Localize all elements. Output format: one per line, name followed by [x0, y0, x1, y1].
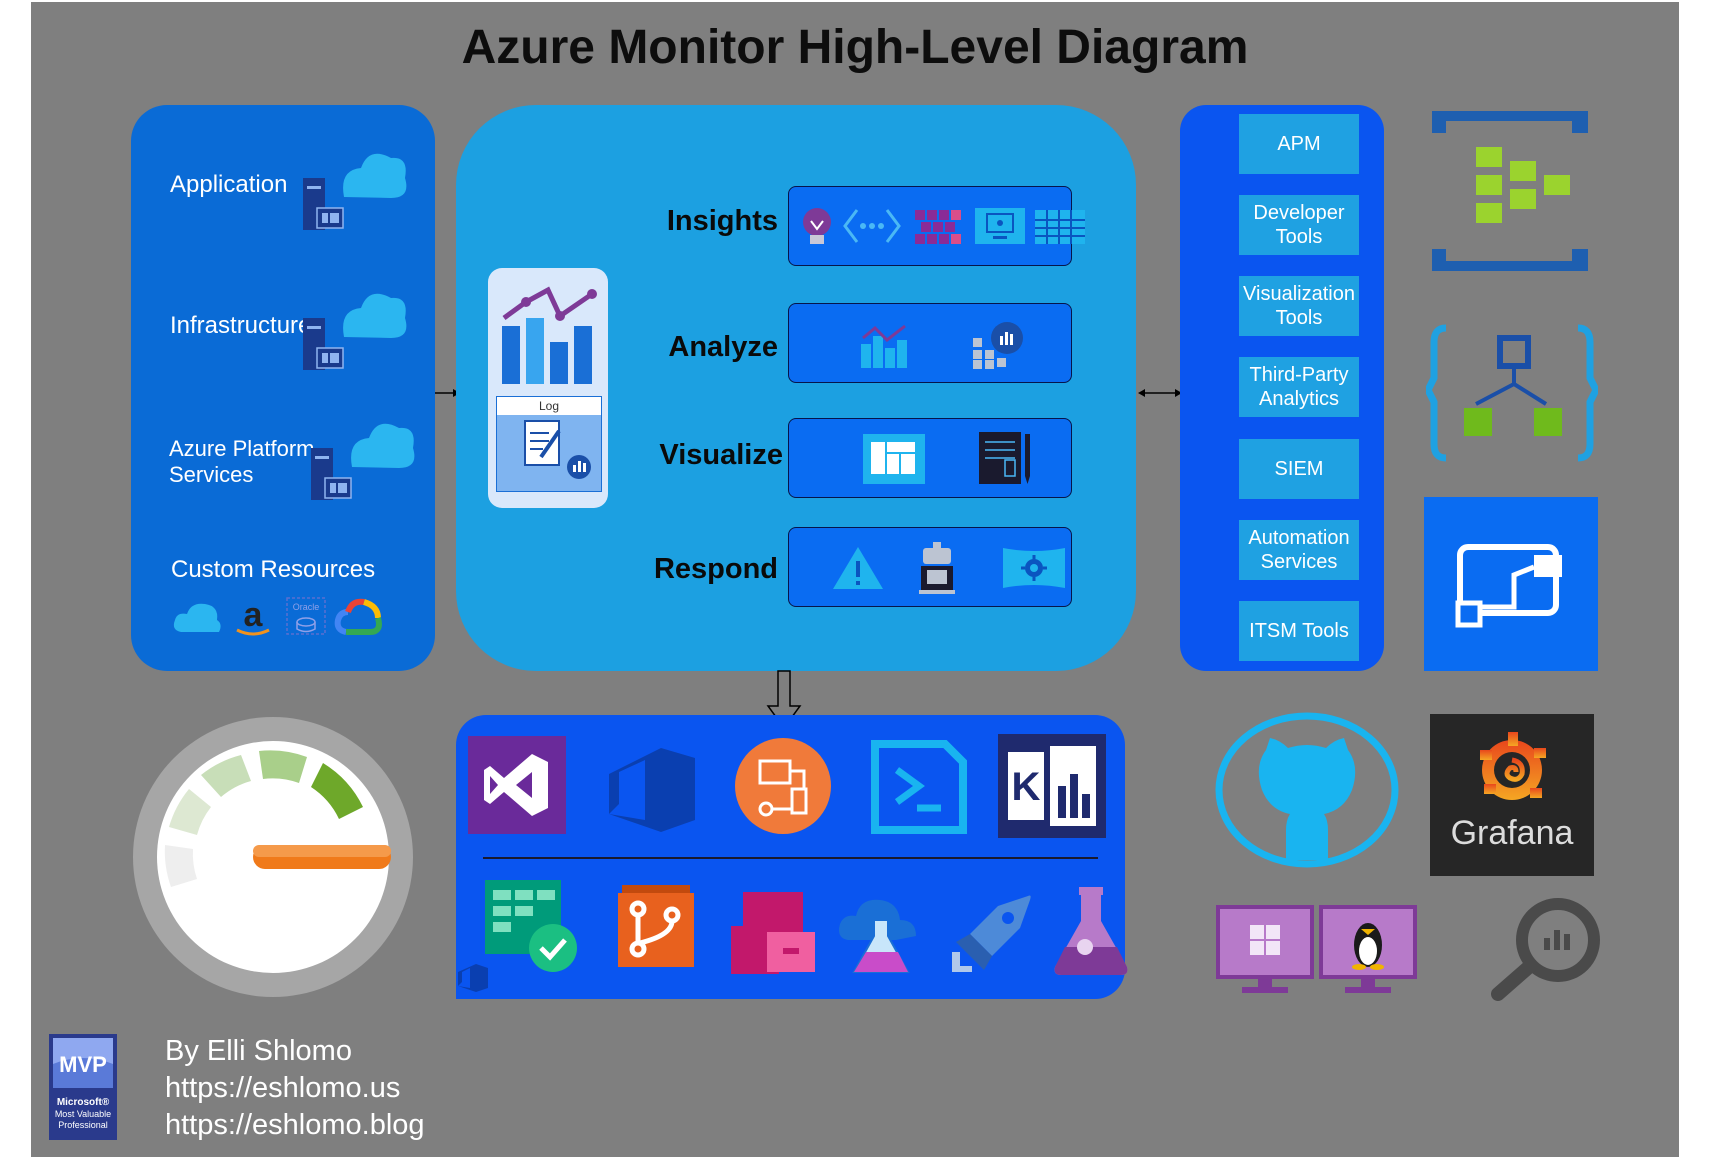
output-automation-services-line2: Services — [1260, 551, 1338, 573]
source-custom-resources-label: Custom Resources — [171, 556, 376, 583]
source-infrastructure-label: Infrastructure — [170, 312, 312, 339]
diagram-title: Azure Monitor High-Level Diagram — [461, 21, 1249, 74]
output-third-party-analytics-line1: Third-Party — [1249, 364, 1349, 386]
performance-gauge-icon — [131, 715, 415, 1004]
source-azure-platform-line2: Services — [169, 462, 254, 487]
network-insights-icon — [843, 206, 901, 251]
mvp-badge: MVP Microsoft® Most Valuable Professiona… — [49, 1034, 117, 1140]
platform-cloud-server-icon — [307, 412, 419, 507]
linux-vm-icon — [1319, 905, 1417, 1002]
grafana-icon — [1480, 732, 1546, 800]
vm-insights-icon — [973, 206, 1027, 251]
azure-devops-icon — [603, 744, 699, 839]
autoscale-robot-icon — [915, 540, 959, 601]
arrow-core-outputs-bidirectional — [1138, 385, 1182, 403]
app-insights-icon — [799, 205, 835, 258]
logic-apps-icon — [1424, 324, 1600, 467]
grafana-tile: Grafana — [1430, 714, 1594, 876]
credit-author: By Elli Shlomo — [165, 1035, 352, 1067]
output-itsm-tools-label: ITSM Tools — [1249, 620, 1349, 642]
output-developer-tools-line1: Developer — [1253, 202, 1345, 224]
mvp-sub3: Professional — [58, 1120, 108, 1130]
grafana-label: Grafana — [1450, 814, 1574, 852]
automation-gear-icon — [1001, 544, 1067, 597]
oracle-text: Oracle — [293, 602, 320, 612]
metrics-chart-icon — [496, 282, 600, 391]
svg-text:K: K — [1012, 765, 1041, 809]
search-analytics-icon — [1484, 894, 1614, 1009]
stage-visualize-box[interactable] — [788, 418, 1072, 498]
application-cloud-server-icon — [299, 142, 411, 237]
log-analytics-icon — [971, 318, 1027, 375]
event-hub-icon — [1430, 109, 1590, 278]
mvp-sub1: Microsoft® — [56, 1097, 110, 1108]
output-apm-button[interactable]: APM — [1239, 114, 1359, 174]
log-document-icon — [524, 420, 591, 479]
mvp-sub2: Most Valuable — [54, 1109, 112, 1119]
github-icon — [1214, 710, 1400, 875]
output-automation-services-line1: Automation — [1248, 527, 1350, 549]
output-apm-label: APM — [1277, 133, 1321, 155]
source-azure-platform-label: Azure Platform Services — [169, 436, 315, 488]
output-developer-tools-line2: Tools — [1275, 226, 1323, 248]
google-cloud-icon — [334, 598, 384, 641]
sources-panel — [131, 105, 435, 671]
output-third-party-analytics-line2: Analytics — [1258, 388, 1340, 410]
source-azure-platform-line1: Azure Platform — [169, 436, 315, 461]
azure-repos-icon — [618, 885, 694, 972]
azure-artifacts-icon — [731, 892, 815, 979]
output-siem-button[interactable]: SIEM — [1239, 439, 1359, 499]
azure-test-plans-icon — [836, 890, 924, 983]
output-visualization-tools-line1: Visualization — [1243, 283, 1355, 305]
infrastructure-cloud-server-icon — [299, 282, 411, 377]
azure-lab-icon — [1051, 887, 1131, 982]
logic-app-icon — [734, 737, 832, 840]
source-application-label: Application — [170, 171, 288, 198]
power-automate-icon — [1424, 497, 1598, 671]
credit-url-blog-link[interactable]: https://eshlomo.blog — [165, 1109, 425, 1141]
alert-icon — [831, 545, 885, 596]
stage-insights-label: Insights — [666, 205, 778, 237]
azure-boards-icon — [485, 880, 579, 979]
dashboard-icon — [863, 434, 925, 489]
stage-analyze-box[interactable] — [788, 303, 1072, 383]
visual-studio-icon — [468, 736, 566, 839]
mvp-badge-text: MVP — [59, 1052, 107, 1077]
diagram-canvas: Azure Monitor High-Level Diagram Applica… — [31, 2, 1679, 1157]
log-store-icon: Log — [496, 396, 602, 492]
oracle-icon: Oracle — [285, 596, 327, 641]
workbook-grid-icon — [1033, 208, 1087, 251]
container-insights-icon — [911, 206, 965, 251]
stage-visualize-label: Visualize — [659, 439, 783, 471]
metrics-icon — [857, 320, 913, 375]
svg-text:a: a — [244, 596, 264, 634]
stage-analyze-label: Analyze — [668, 331, 778, 363]
integrations-divider — [483, 857, 1098, 859]
output-itsm-tools-button[interactable]: ITSM Tools — [1239, 601, 1359, 661]
powershell-icon — [869, 738, 969, 841]
amazon-icon: a — [231, 596, 275, 645]
azure-pipelines-icon — [948, 892, 1034, 981]
kusto-icon: K — [998, 734, 1106, 843]
credit-url-us-link[interactable]: https://eshlomo.us — [165, 1072, 401, 1104]
notebook-icon — [975, 430, 1035, 491]
log-label: Log — [497, 397, 601, 415]
stage-respond-label: Respond — [653, 553, 778, 585]
azure-devops-corner-icon — [456, 962, 490, 999]
azure-cloud-icon — [171, 600, 223, 639]
windows-vm-icon — [1216, 905, 1314, 1002]
output-visualization-tools-line2: Tools — [1275, 307, 1323, 329]
output-siem-label: SIEM — [1274, 458, 1324, 480]
